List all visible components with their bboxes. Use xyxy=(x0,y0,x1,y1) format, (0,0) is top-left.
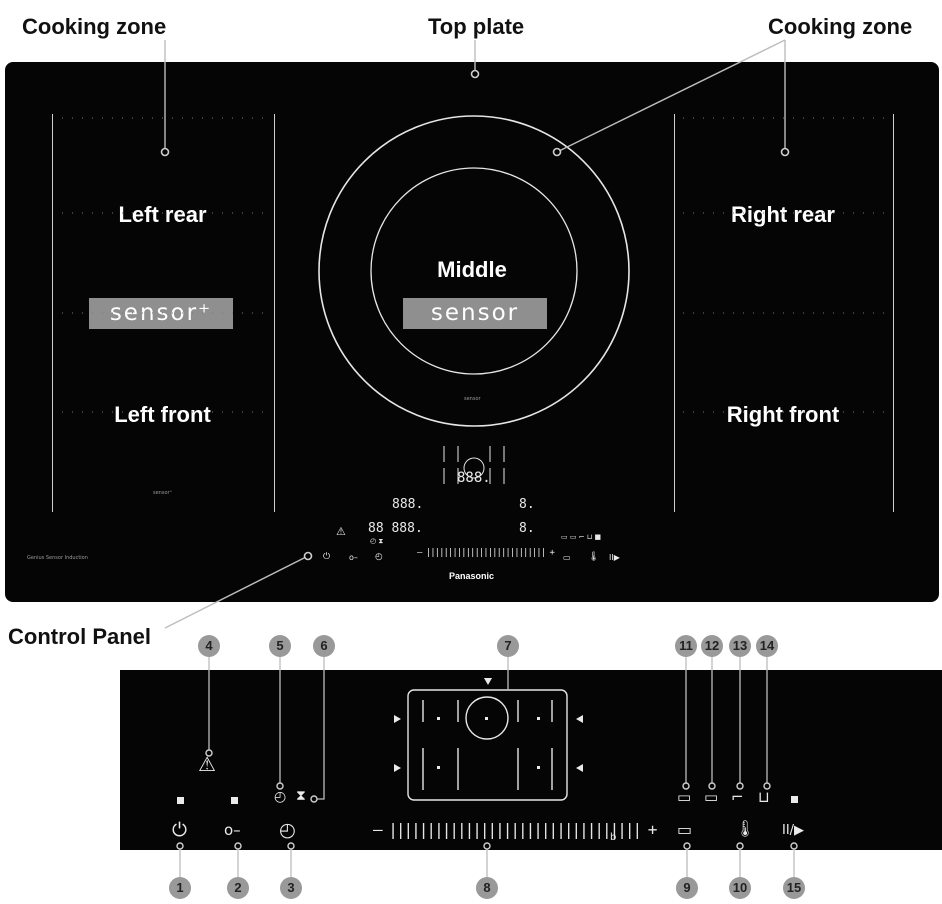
callout-number-11: 11 xyxy=(675,635,697,657)
callout-number-1: 1 xyxy=(169,877,191,899)
pause-play-icon[interactable]: II/▶ xyxy=(782,823,805,838)
thermometer-icon[interactable]: 🌡 xyxy=(735,819,756,838)
sensor-small-label: sensor xyxy=(464,396,481,402)
keep-warm-pot-icon[interactable]: ▭ xyxy=(677,820,693,839)
clock-icon: ◴ xyxy=(274,789,287,805)
hourglass-icon: ⧗ xyxy=(296,788,306,804)
panel-leader-lines-bottom xyxy=(179,846,795,877)
control-panel-callout: Control Panel xyxy=(8,624,152,649)
sensor-plus-badge-left: sensor⁺ xyxy=(89,298,233,329)
hob-top-plate: Left rear sensor⁺ Left front sensor⁺ Mid… xyxy=(5,62,939,602)
middle-zone-outer-ring xyxy=(318,115,630,427)
panel-leader-dots-top xyxy=(205,749,771,803)
indicator-square xyxy=(177,797,184,804)
boost-icon[interactable]: b xyxy=(610,832,617,843)
arrow-middle-icon xyxy=(484,678,492,685)
pan-icon[interactable]: ⌐ xyxy=(731,788,744,806)
callout-number-13: 13 xyxy=(729,635,751,657)
hot-surface-warning-icon: ⚠ xyxy=(336,525,346,538)
keep-warm-pot-icon[interactable]: ▭ xyxy=(677,788,692,806)
middle-zone-selector xyxy=(465,696,509,740)
hob-leader-dots xyxy=(160,69,790,561)
callout-number-15: 15 xyxy=(783,877,805,899)
clock-icon: ◴ ⧗ xyxy=(370,537,384,545)
hob-leader-lines xyxy=(164,39,786,629)
thermometer-icon[interactable]: 🌡 xyxy=(588,552,600,562)
display-left-1: 888. xyxy=(392,497,424,512)
callout-number-6: 6 xyxy=(313,635,335,657)
power-icon[interactable]: ⏻ xyxy=(172,819,188,841)
callout-number-4: 4 xyxy=(198,635,220,657)
key-lock-icon[interactable]: o– xyxy=(349,553,358,562)
zone-selector-arrows xyxy=(394,678,583,772)
power-level-slider[interactable]: – ||||||||||||||||||||||||||||||||| + xyxy=(373,820,657,839)
cooking-mode-icons[interactable]: ▭ ▭ ⌐ ⊔ ■ xyxy=(561,533,602,541)
callout-number-9: 9 xyxy=(676,877,698,899)
arrow-right-rear-icon xyxy=(576,715,583,723)
left-rear-label: Left rear xyxy=(118,202,207,227)
panel-leader-lines-top xyxy=(208,657,768,800)
callout-number-5: 5 xyxy=(269,635,291,657)
timer-icon[interactable]: ◴ xyxy=(279,819,296,841)
right-front-label: Right front xyxy=(726,402,840,427)
keep-warm-pot-icon[interactable]: ▭ xyxy=(563,553,571,562)
key-lock-icon[interactable]: o– xyxy=(224,821,241,839)
callout-number-8: 8 xyxy=(476,877,498,899)
zone-selector-grid xyxy=(407,689,568,801)
cooking-zone-left-callout: Cooking zone xyxy=(22,14,167,39)
pause-play-icon[interactable]: II▶ xyxy=(609,553,620,562)
callout-number-3: 3 xyxy=(280,877,302,899)
power-icon[interactable]: ⏻ xyxy=(323,552,331,562)
arrow-right-front-icon xyxy=(576,764,583,772)
middle-zone-inner-ring xyxy=(370,167,578,375)
cooking-zone-right-callout: Cooking zone xyxy=(768,14,913,39)
zone-dotted-dividers xyxy=(62,117,886,413)
callout-number-12: 12 xyxy=(701,635,723,657)
right-rear-label: Right rear xyxy=(731,202,835,227)
left-cooking-zone xyxy=(52,114,275,512)
display-right-1: 8. xyxy=(519,497,535,512)
callout-number-7: 7 xyxy=(497,635,519,657)
control-panel-detail: ⚠ ◴ ⧗ ⏻ o– ◴ – |||||||||||||||||||||||||… xyxy=(120,670,942,850)
hob-mini-display-grid xyxy=(443,446,505,484)
panasonic-logo: Panasonic xyxy=(449,571,495,581)
timer-icon[interactable]: ◴ xyxy=(375,552,383,562)
middle-label: Middle xyxy=(437,257,507,282)
sensor-plus-small-label: sensor⁺ xyxy=(153,490,173,496)
zone-selector-dots xyxy=(437,717,540,769)
panel-leader-dots-bottom xyxy=(176,842,798,850)
left-front-label: Left front xyxy=(114,402,211,427)
indicator-square xyxy=(231,797,238,804)
model-line-text: Genius Sensor Induction xyxy=(27,555,88,561)
pot-icon[interactable]: ⊔ xyxy=(758,788,770,806)
display-left-2: 88 888. xyxy=(368,521,423,536)
right-cooking-zone xyxy=(674,114,894,512)
arrow-left-front-icon xyxy=(394,764,401,772)
callout-number-10: 10 xyxy=(729,877,751,899)
display-right-2: 8. xyxy=(519,521,535,536)
zone-selector-frame xyxy=(407,689,568,801)
callout-number-14: 14 xyxy=(756,635,778,657)
callout-number-2: 2 xyxy=(227,877,249,899)
hot-surface-warning-icon: ⚠ xyxy=(198,752,216,776)
indicator-square xyxy=(791,796,798,803)
top-plate-callout: Top plate xyxy=(428,14,525,39)
simmer-pot-icon[interactable]: ▭ xyxy=(704,788,719,806)
sensor-badge-middle: sensor xyxy=(403,298,547,329)
arrow-left-rear-icon xyxy=(394,715,401,723)
power-slider-small[interactable]: – ||||||||||||||||||||||||||| + xyxy=(417,548,555,558)
